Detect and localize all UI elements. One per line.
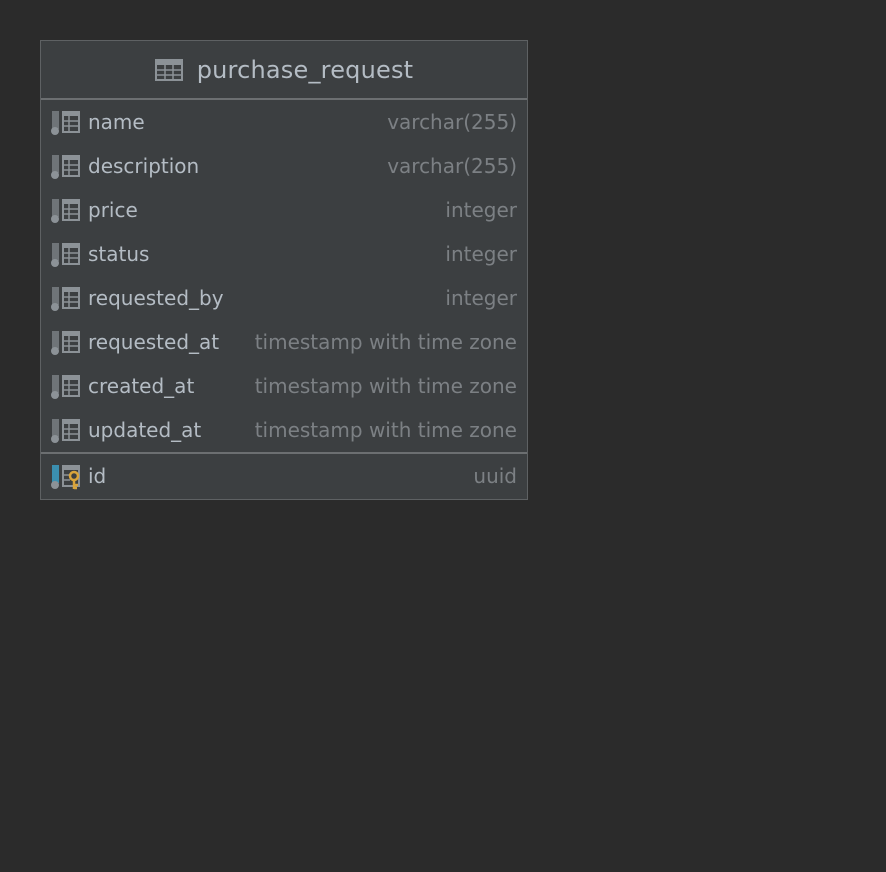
column-name: price (88, 198, 138, 222)
table-icon (154, 58, 183, 81)
column-row[interactable]: updated_at timestamp with time zone (41, 408, 527, 452)
column-row[interactable]: price integer (41, 188, 527, 232)
column-icon (50, 198, 82, 224)
column-icon (50, 110, 82, 136)
primary-key-divider (41, 452, 527, 454)
column-type: timestamp with time zone (254, 374, 517, 398)
column-name: status (88, 242, 150, 266)
key-column-list: id uuid (41, 454, 527, 498)
primary-key-column-icon (50, 464, 82, 490)
column-row[interactable]: created_at timestamp with time zone (41, 364, 527, 408)
column-name: id (88, 464, 107, 488)
column-icon (50, 330, 82, 356)
primary-key-row[interactable]: id uuid (41, 454, 527, 498)
column-icon (50, 374, 82, 400)
column-name: description (88, 154, 200, 178)
column-type: varchar(255) (387, 110, 517, 134)
column-name: name (88, 110, 145, 134)
column-row[interactable]: description varchar(255) (41, 144, 527, 188)
column-icon (50, 418, 82, 444)
column-row[interactable]: name varchar(255) (41, 100, 527, 144)
column-list: name varchar(255) description varchar(255) p… (41, 100, 527, 452)
column-name: requested_by (88, 286, 224, 310)
column-icon (50, 154, 82, 180)
column-type: varchar(255) (387, 154, 517, 178)
column-type: uuid (473, 464, 517, 488)
column-icon (50, 286, 82, 312)
table-title: purchase_request (196, 55, 414, 84)
column-row[interactable]: status integer (41, 232, 527, 276)
column-row[interactable]: requested_by integer (41, 276, 527, 320)
column-type: timestamp with time zone (254, 418, 517, 442)
table-header[interactable]: purchase_request (41, 41, 527, 100)
column-icon (50, 242, 82, 268)
column-type: integer (445, 286, 517, 310)
column-row[interactable]: requested_at timestamp with time zone (41, 320, 527, 364)
column-type: integer (445, 198, 517, 222)
column-type: timestamp with time zone (254, 330, 517, 354)
column-type: integer (445, 242, 517, 266)
column-name: created_at (88, 374, 195, 398)
column-name: updated_at (88, 418, 202, 442)
column-name: requested_at (88, 330, 220, 354)
